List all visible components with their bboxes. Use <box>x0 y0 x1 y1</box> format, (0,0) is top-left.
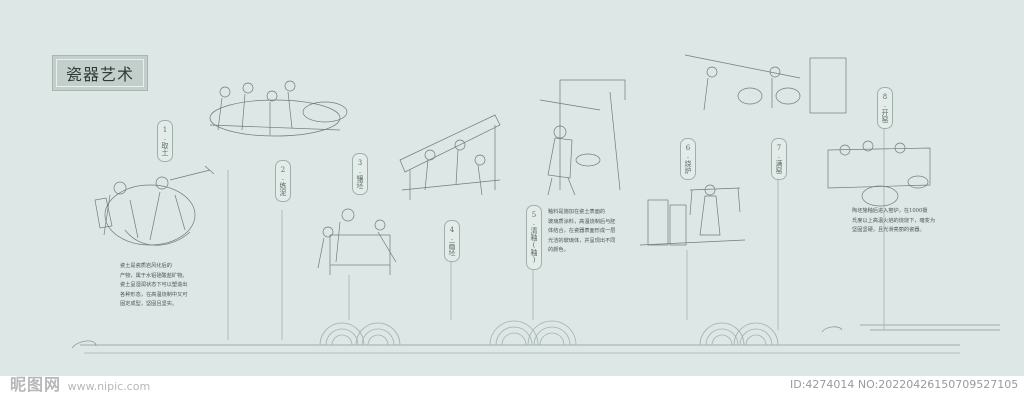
illustration-shaping <box>317 208 397 275</box>
description-clay: 瓷土是瓷质岩风化后的 产物，属于水铝硅酸盐矿物。 瓷土呈湿润状态下可以塑造出 各… <box>120 262 220 310</box>
illustration-dig-clay <box>94 165 215 246</box>
description-line: 体结合，在瓷器表面形成一层 <box>548 228 616 234</box>
step-tag-3: 3.镶坯 <box>352 153 368 195</box>
description-glaze: 釉料是施加在瓷土表面的 玻璃质涂料，高温烧制后与胚 体结合，在瓷器表面形成一层 … <box>548 208 648 256</box>
watermark-id: ID:4274014 NO:20220426150709527105 <box>790 378 1019 391</box>
step-tag-7: 7.满窑 <box>771 138 787 180</box>
description-line: 陶坯施釉后进入窑炉，在1000摄 <box>852 208 928 214</box>
step-tag-4: 4.画坯 <box>444 220 460 262</box>
description-line: 氏度以上高温火焰的烧烧下，暗变为 <box>852 217 936 224</box>
watermark-site-en: www.nipic.com <box>67 380 151 393</box>
description-line: 瓷土是瓷质岩风化后的 <box>120 263 172 269</box>
mural-artwork <box>71 54 1000 354</box>
illustration-firing <box>639 184 746 246</box>
description-kiln: 陶坯施釉后进入窑炉，在1000摄 氏度以上高温火焰的烧烧下，暗变为 坚固坚硬，且… <box>852 207 962 236</box>
bottom-baseline <box>71 324 1000 354</box>
timeline-stems <box>227 125 885 340</box>
description-line: 固定成型，坚固且坚实。 <box>120 301 178 307</box>
description-line: 光洁的玻璃体，并呈现出不同 <box>548 237 616 244</box>
description-line: 产物，属于水铝硅酸盐矿物。 <box>120 272 188 279</box>
description-line: 坚固坚硬，且光滑亮丽的瓷器。 <box>852 227 925 233</box>
illustration-loading-kiln <box>684 54 847 114</box>
illustration-glazing <box>539 79 626 196</box>
description-line: 釉料是施加在瓷土表面的 <box>548 209 606 215</box>
watermark-footer <box>0 376 1024 406</box>
description-line: 玻璃质涂料，高温烧制后与胚 <box>548 218 616 225</box>
description-line: 的颜色。 <box>548 247 569 253</box>
step-tag-6: 6.烧炉 <box>680 138 696 180</box>
illustration-refine-clay <box>209 80 348 137</box>
description-line: 各种形态，在高温烧制中又可 <box>120 291 188 298</box>
illustration-opening-kiln <box>827 140 931 207</box>
wave-motifs <box>319 320 779 346</box>
step-tag-5: 5.清釉(釉) <box>526 205 542 270</box>
step-tag-1: 1.取土 <box>157 120 173 162</box>
step-tag-8: 8.开窑 <box>877 87 893 129</box>
description-line: 瓷土呈湿润状态下可以塑造出 <box>120 282 188 288</box>
watermark-site-cn: 昵图网 <box>10 375 62 394</box>
step-tag-2: 2.练泥 <box>275 160 291 202</box>
watermark-logo: 昵图网 www.nipic.com <box>10 371 150 395</box>
page-title: 瓷器艺术 <box>52 55 148 91</box>
illustration-painting <box>399 114 501 200</box>
